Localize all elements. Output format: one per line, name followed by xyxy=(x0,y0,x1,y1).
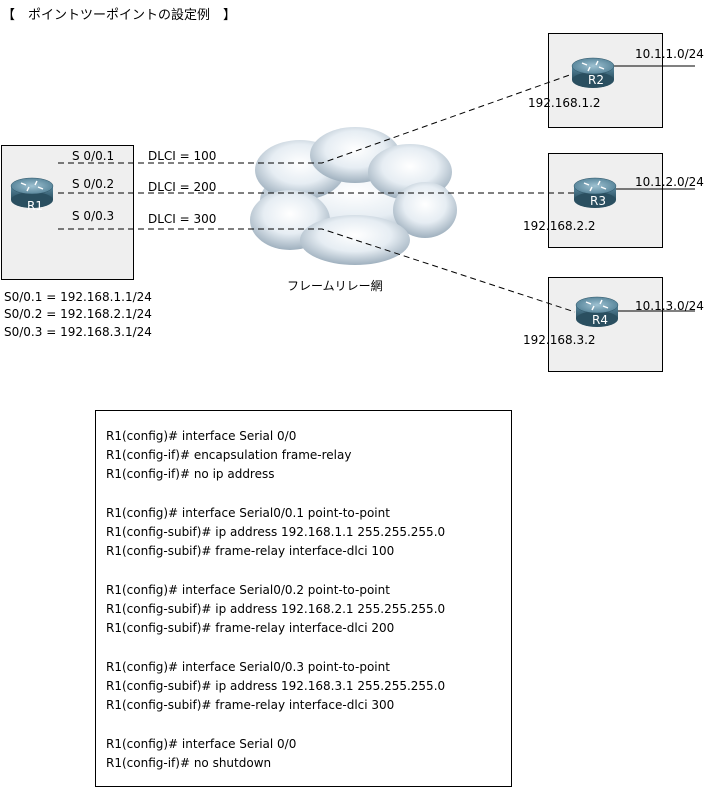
config-box: R1(config)# interface Serial 0/0 R1(conf… xyxy=(95,410,512,787)
lan-label-r3: 10.1.2.0/24 xyxy=(635,175,704,189)
subif-label-2: S 0/0.2 xyxy=(72,177,115,191)
config-line: R1(config-subif)# frame-relay interface-… xyxy=(106,544,395,558)
config-line: R1(config)# interface Serial0/0.2 point-… xyxy=(106,583,390,597)
subif-label-1: S 0/0.1 xyxy=(72,149,115,163)
lan-label-r2: 10.1.1.0/24 xyxy=(635,47,704,61)
config-line: R1(config)# interface Serial0/0.1 point-… xyxy=(106,506,390,520)
router-label-r1: R1 xyxy=(27,199,43,213)
config-line: R1(config-if)# no shutdown xyxy=(106,756,272,770)
config-line: R1(config-subif)# frame-relay interface-… xyxy=(106,698,395,712)
config-line: R1(config-subif)# frame-relay interface-… xyxy=(106,621,395,635)
r2-box xyxy=(548,33,663,128)
page-title: 【 ポイントツーポイントの設定例 】 xyxy=(2,8,237,23)
ip-label-r2: 192.168.1.2 xyxy=(528,96,601,110)
dlci-label-1: DLCI = 100 xyxy=(148,149,217,163)
config-line: R1(config-subif)# ip address 192.168.2.1… xyxy=(106,602,446,616)
cloud-label: フレームリレー網 xyxy=(287,279,383,293)
config-line: R1(config-if)# encapsulation frame-relay xyxy=(106,448,352,462)
pvc-line-r4 xyxy=(58,228,576,313)
config-line: R1(config)# interface Serial 0/0 xyxy=(106,737,297,751)
subif-label-3: S 0/0.3 xyxy=(72,209,115,223)
lan-label-r4: 10.1.3.0/24 xyxy=(635,299,704,313)
dlci-label-2: DLCI = 200 xyxy=(148,180,217,194)
r1-box xyxy=(1,145,134,280)
r1-address-3: S0/0.3 = 192.168.3.1/24 xyxy=(4,325,152,339)
router-label-r2: R2 xyxy=(588,73,604,87)
ip-label-r3: 192.168.2.2 xyxy=(523,219,596,233)
r1-address-1: S0/0.1 = 192.168.1.1/24 xyxy=(4,290,152,304)
dlci-label-3: DLCI = 300 xyxy=(148,212,217,226)
config-line: R1(config)# interface Serial 0/0 xyxy=(106,429,297,443)
config-line: R1(config-subif)# ip address 192.168.1.1… xyxy=(106,525,446,539)
config-line: R1(config-subif)# ip address 192.168.3.1… xyxy=(106,679,446,693)
frame-relay-cloud xyxy=(250,127,457,265)
config-line: R1(config-if)# no ip address xyxy=(106,467,275,481)
ip-label-r4: 192.168.3.2 xyxy=(523,333,596,347)
r1-address-2: S0/0.2 = 192.168.2.1/24 xyxy=(4,307,152,321)
router-label-r3: R3 xyxy=(590,194,606,208)
config-line: R1(config)# interface Serial0/0.3 point-… xyxy=(106,660,390,674)
pvc-line-r2 xyxy=(58,71,579,164)
router-label-r4: R4 xyxy=(592,313,608,327)
